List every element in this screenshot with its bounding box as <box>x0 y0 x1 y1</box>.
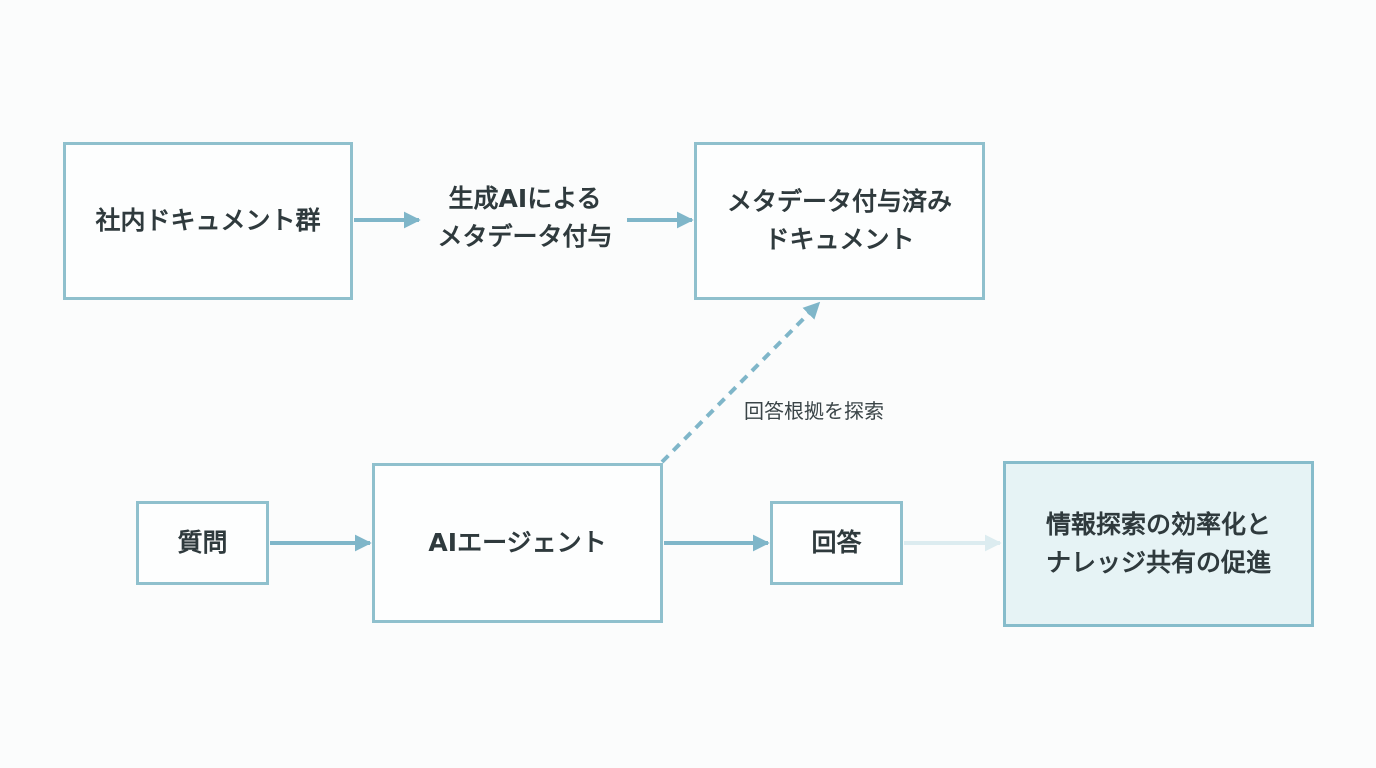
internal-documents-node: 社内ドキュメント群 <box>63 142 353 300</box>
ai-agent-label: AIエージェント <box>428 528 607 557</box>
ai-agent-node: AIエージェント <box>372 463 663 623</box>
outcome-label: 情報探索の効率化と ナレッジ共有の促進 <box>1045 510 1271 577</box>
answer-label: 回答 <box>811 528 862 557</box>
metadata-documents-node: メタデータ付与済み ドキュメント <box>694 142 985 300</box>
question-label: 質問 <box>177 528 228 557</box>
answer-node: 回答 <box>770 501 903 585</box>
dashed-arrow-agent-to-meta <box>660 301 821 464</box>
internal-documents-label: 社内ドキュメント群 <box>95 206 321 235</box>
metadata-generation-label: 生成AIによる メタデータ付与 <box>437 184 613 251</box>
search-evidence-label: 回答根拠を探索 <box>744 399 884 423</box>
metadata-documents-label: メタデータ付与済み ドキュメント <box>726 187 952 254</box>
question-node: 質問 <box>136 501 269 585</box>
outcome-node: 情報探索の効率化と ナレッジ共有の促進 <box>1003 461 1314 627</box>
